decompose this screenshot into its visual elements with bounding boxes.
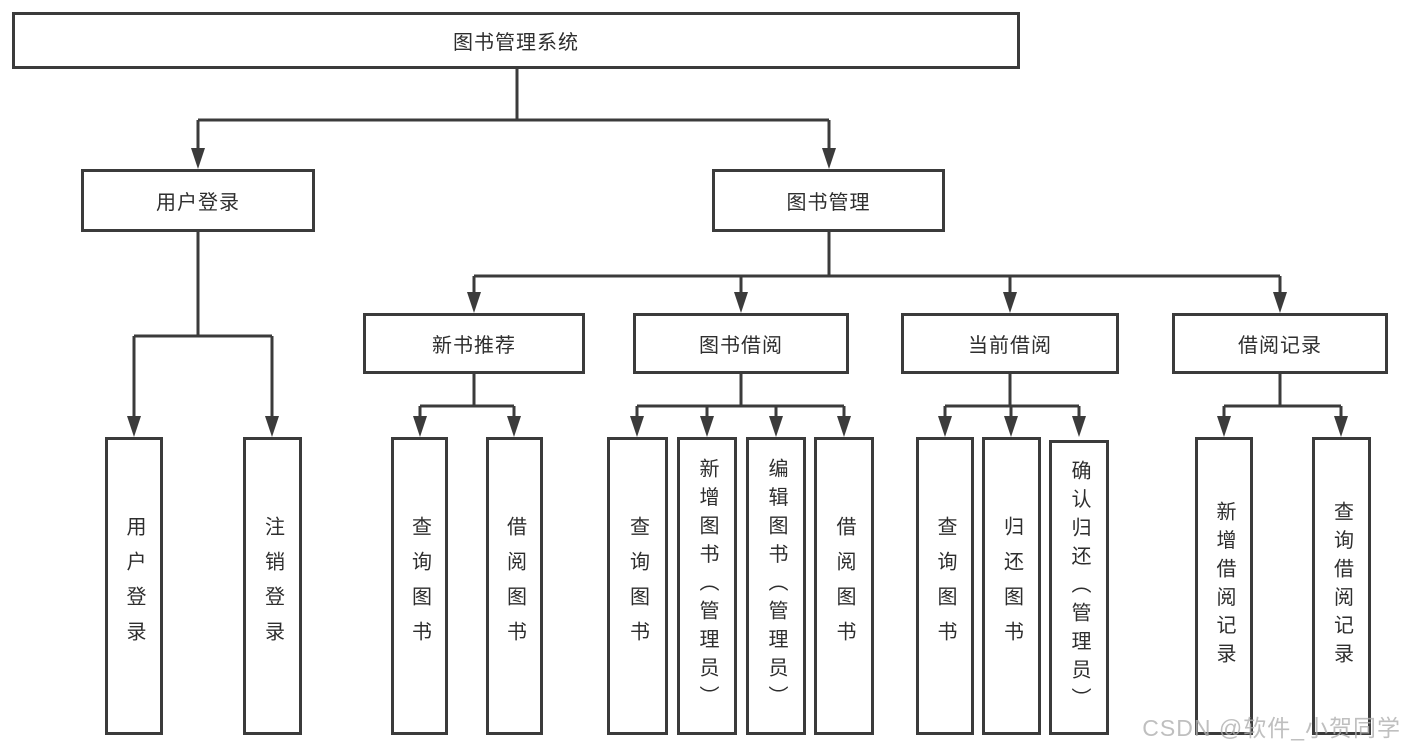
node-user-login-branch: 用户登录 xyxy=(81,169,315,232)
node-label: 用户登录 xyxy=(123,516,145,656)
watermark: CSDN @软件_小贺同学 xyxy=(1142,715,1401,741)
leaf-query-books-current: 查询图书 xyxy=(916,437,974,735)
node-book-borrowing: 图书借阅 xyxy=(633,313,849,374)
leaf-edit-book-admin: 编辑图书（管理员） xyxy=(746,437,806,735)
node-label: 当前借阅 xyxy=(968,335,1052,357)
node-label: 查询图书 xyxy=(626,516,649,656)
node-label: 查询图书 xyxy=(934,516,956,656)
node-label: 查询借阅记录 xyxy=(1330,500,1353,672)
node-label: 借阅记录 xyxy=(1238,335,1322,357)
leaf-logout: 注销登录 xyxy=(243,437,302,735)
leaf-query-borrow-record: 查询借阅记录 xyxy=(1312,437,1371,735)
node-label: 图书管理 xyxy=(786,192,871,214)
node-label: 查询图书 xyxy=(408,516,431,656)
node-label: 借阅图书 xyxy=(503,516,526,656)
leaf-borrow-books-recommend: 借阅图书 xyxy=(486,437,543,735)
node-label: 图书借阅 xyxy=(699,335,783,357)
node-book-management: 图书管理 xyxy=(712,169,945,232)
node-label: 注销登录 xyxy=(261,516,284,656)
leaf-query-books-borrowing: 查询图书 xyxy=(607,437,668,735)
node-label: 用户登录 xyxy=(156,192,240,214)
node-label: 归还图书 xyxy=(1000,516,1023,656)
node-library-management-system: 图书管理系统 xyxy=(12,12,1020,69)
node-label: 编辑图书（管理员） xyxy=(765,458,787,714)
leaf-add-borrow-record: 新增借阅记录 xyxy=(1195,437,1253,735)
node-label: 借阅图书 xyxy=(833,516,855,656)
leaf-user-login: 用户登录 xyxy=(105,437,163,735)
node-label: 确认归还（管理员） xyxy=(1068,459,1090,716)
arrowhead-icons xyxy=(127,148,1348,437)
node-label: 新增借阅记录 xyxy=(1213,500,1235,672)
node-borrowing-records: 借阅记录 xyxy=(1172,313,1388,374)
node-new-book-recommendation: 新书推荐 xyxy=(363,313,585,374)
node-label: 图书管理系统 xyxy=(453,32,579,54)
leaf-confirm-return-admin: 确认归还（管理员） xyxy=(1049,440,1109,735)
leaf-add-book-admin: 新增图书（管理员） xyxy=(677,437,737,735)
node-label: 新增图书（管理员） xyxy=(696,458,718,714)
leaf-borrow-books-borrowing: 借阅图书 xyxy=(814,437,874,735)
node-current-borrowing: 当前借阅 xyxy=(901,313,1119,374)
leaf-return-book: 归还图书 xyxy=(982,437,1041,735)
node-label: 新书推荐 xyxy=(432,335,516,357)
leaf-query-books-recommend: 查询图书 xyxy=(391,437,448,735)
